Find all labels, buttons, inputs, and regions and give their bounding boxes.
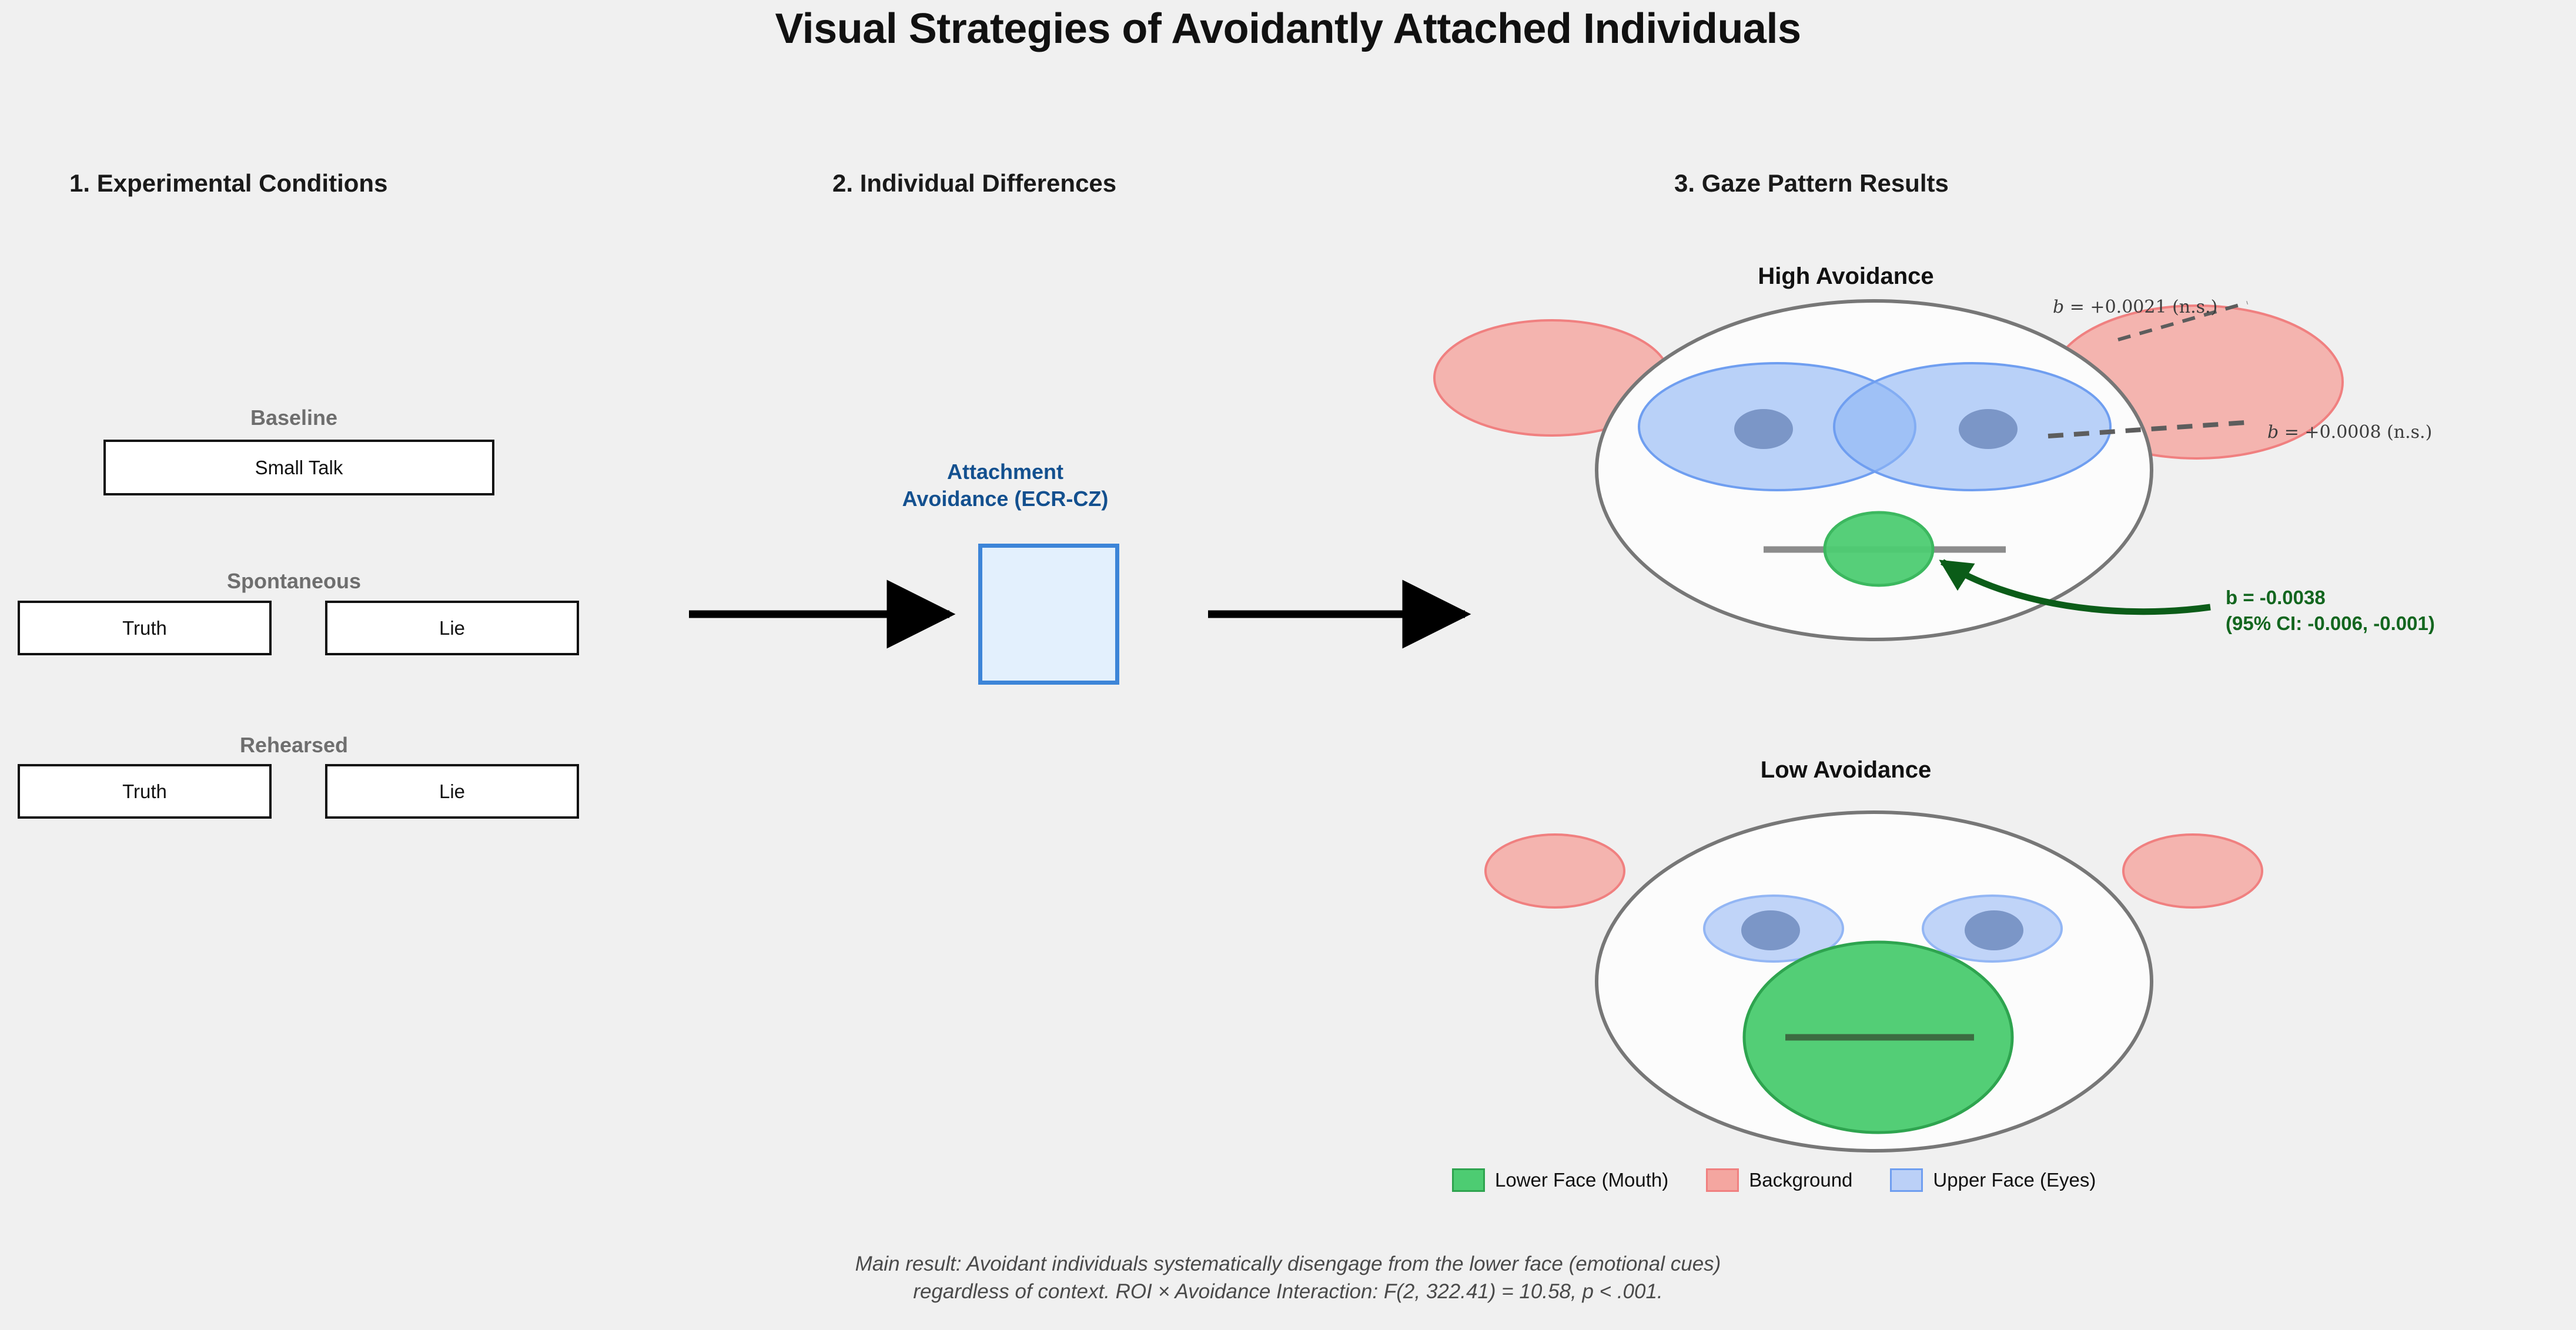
face-low-avoidance xyxy=(1484,810,2263,1153)
mediator-box-attachment-avoidance[interactable] xyxy=(978,544,1119,685)
column-heading-conditions: 1. Experimental Conditions xyxy=(69,169,388,197)
annotation-eyes-effect-value: = +0.0008 (n.s.) xyxy=(2279,422,2433,443)
condition-box-rehearsed-lie[interactable]: Lie xyxy=(325,764,579,819)
figure-caption-line2: regardless of context. ROI × Avoidance I… xyxy=(913,1279,1663,1303)
column-heading-individual-differences: 2. Individual Differences xyxy=(832,169,1117,197)
callout-arrow-mouth xyxy=(1939,559,2211,615)
roi-background-left-low xyxy=(1484,833,1625,909)
figure-caption-line1: Main result: Avoidant individuals system… xyxy=(855,1252,1721,1275)
annotation-eyes-effect: b = +0.0008 (n.s.) xyxy=(2267,422,2432,443)
legend: Lower Face (Mouth) Background Upper Face… xyxy=(1452,1168,2096,1192)
annotation-mouth-effect-line2: (95% CI: -0.006, -0.001) xyxy=(2226,612,2435,634)
pupil-left-high xyxy=(1734,409,1793,449)
roi-background-left-high xyxy=(1433,319,1671,437)
group-label-spontaneous: Spontaneous xyxy=(226,569,361,593)
roi-eyes-left-low xyxy=(1703,895,1844,963)
condition-box-rehearsed-truth[interactable]: Truth xyxy=(18,764,272,819)
legend-swatch-background xyxy=(1706,1168,1739,1192)
annotation-mouth-effect-line1: b = -0.0038 xyxy=(2226,587,2326,608)
head-outline-low xyxy=(1595,810,2153,1153)
group-label-baseline: Baseline xyxy=(250,406,338,430)
legend-label-lower-face: Lower Face (Mouth) xyxy=(1495,1169,1669,1191)
condition-box-spontaneous-lie[interactable]: Lie xyxy=(325,601,579,655)
condition-box-spontaneous-truth[interactable]: Truth xyxy=(18,601,272,655)
legend-item-lower-face: Lower Face (Mouth) xyxy=(1452,1168,1668,1192)
face-high-avoidance xyxy=(1433,299,2344,641)
leader-line-eyes-high xyxy=(2048,420,2254,438)
figure-caption: Main result: Avoidant individuals system… xyxy=(0,1251,2576,1305)
legend-swatch-upper-face xyxy=(1890,1168,1923,1192)
legend-item-background: Background xyxy=(1706,1168,1852,1192)
pupil-right-high xyxy=(1959,409,2018,449)
annotation-background-effect-symbol: b xyxy=(2053,297,2065,317)
group-label-rehearsed: Rehearsed xyxy=(239,733,349,757)
roi-eyes-right-low xyxy=(1922,895,2063,963)
annotation-mouth-effect: b = -0.0038 (95% CI: -0.006, -0.001) xyxy=(2226,585,2435,636)
legend-item-upper-face: Upper Face (Eyes) xyxy=(1890,1168,2096,1192)
head-outline-high xyxy=(1595,299,2153,641)
roi-mouth-high xyxy=(1823,511,1935,587)
face-title-high-avoidance: High Avoidance xyxy=(1758,263,1934,289)
face-title-low-avoidance: Low Avoidance xyxy=(1760,757,1932,783)
roi-eyes-right-high xyxy=(1833,362,2112,491)
column-heading-gaze-results: 3. Gaze Pattern Results xyxy=(1674,169,1949,197)
mediator-label-line2: Avoidance (ECR-CZ) xyxy=(902,487,1109,511)
annotation-eyes-effect-symbol: b xyxy=(2267,422,2279,443)
roi-mouth-low xyxy=(1742,940,2014,1134)
page-title: Visual Strategies of Avoidantly Attached… xyxy=(775,5,1801,52)
pupil-right-low xyxy=(1965,910,2023,950)
annotation-background-effect: b = +0.0021 (n.s.) xyxy=(2053,297,2217,317)
roi-eyes-left-high xyxy=(1638,362,1916,491)
roi-background-right-low xyxy=(2122,833,2263,909)
pupil-left-low xyxy=(1741,910,1800,950)
legend-label-upper-face: Upper Face (Eyes) xyxy=(1933,1169,2096,1191)
condition-box-small-talk[interactable]: Small Talk xyxy=(103,440,494,495)
mediator-label-line1: Attachment xyxy=(946,460,1064,484)
annotation-background-effect-value: = +0.0021 (n.s.) xyxy=(2064,297,2218,317)
mediator-label: Attachment Avoidance (ECR-CZ) xyxy=(841,458,1170,512)
legend-swatch-lower-face xyxy=(1452,1168,1485,1192)
legend-label-background: Background xyxy=(1749,1169,1853,1191)
